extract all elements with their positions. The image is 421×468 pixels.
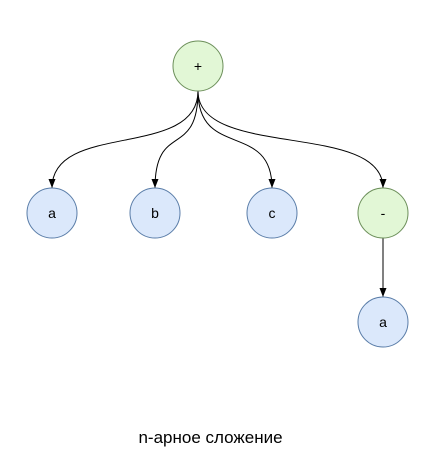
node-minus: -: [357, 187, 409, 239]
node-c-label: c: [269, 205, 276, 221]
node-a1-label: a: [48, 205, 56, 221]
node-a2-label: a: [379, 314, 387, 330]
diagram-caption: n-арное сложение: [138, 428, 283, 447]
node-a1-circle: [26, 187, 78, 239]
node-plus: +: [172, 40, 224, 92]
node-a1: a: [26, 187, 78, 239]
node-plus-circle: [172, 40, 224, 92]
edge-plus-to-c: [197, 90, 276, 189]
edge-plus-to-minus: [197, 90, 387, 189]
node-b-circle: [129, 187, 181, 239]
edge-plus-to-a1: [48, 90, 199, 189]
nodes-layer: + a b c - a: [26, 40, 409, 348]
node-b: b: [129, 187, 181, 239]
node-c-circle: [246, 187, 298, 239]
edge-plus-to-b: [151, 90, 199, 189]
node-minus-circle: [357, 187, 409, 239]
node-minus-label: -: [381, 205, 386, 221]
node-c: c: [246, 187, 298, 239]
node-a2-circle: [357, 296, 409, 348]
node-b-label: b: [151, 205, 159, 221]
edges-layer: [48, 90, 387, 297]
node-a2: a: [357, 296, 409, 348]
node-plus-label: +: [194, 58, 202, 74]
